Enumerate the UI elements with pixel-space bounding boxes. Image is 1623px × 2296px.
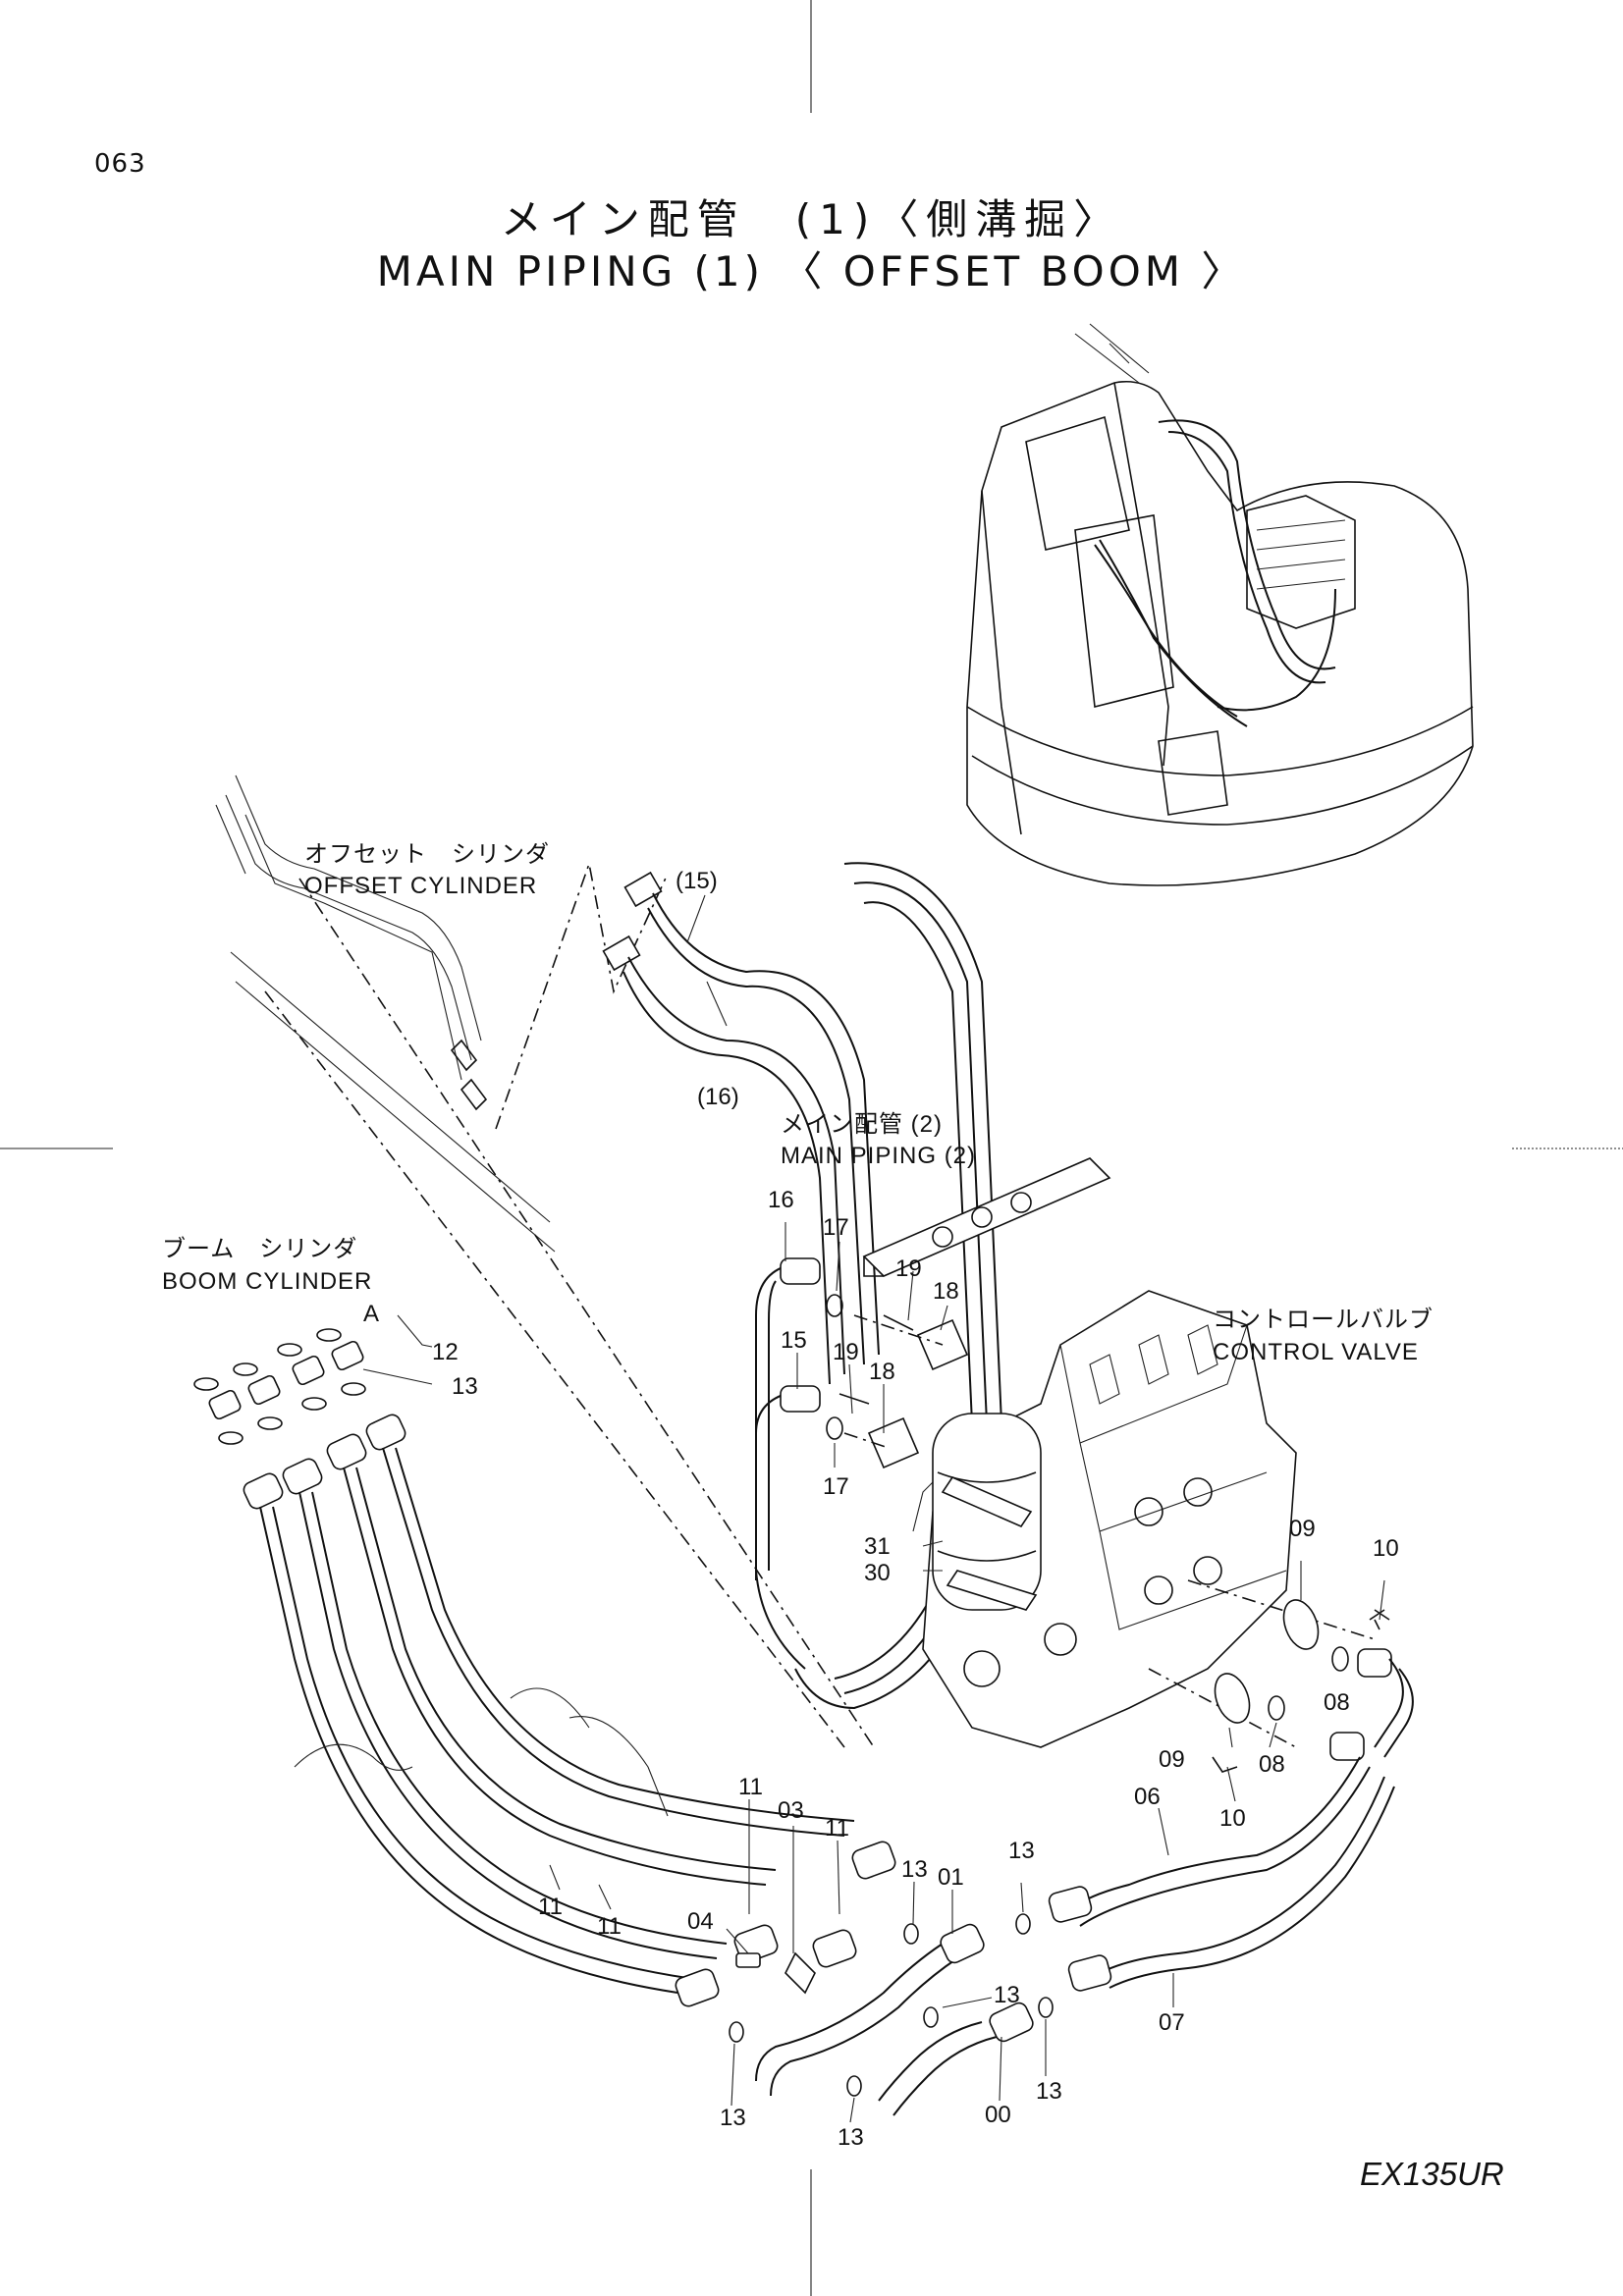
part-label-10-bot: 10 bbox=[1219, 1805, 1246, 1832]
part-label-16: 16 bbox=[768, 1187, 794, 1213]
part-label-17-top: 17 bbox=[823, 1214, 849, 1241]
main-piping2-caption-en: MAIN PIPING (2) bbox=[781, 1143, 976, 1169]
part-label-11-a: 11 bbox=[738, 1774, 763, 1800]
leader-lines bbox=[362, 894, 1385, 2123]
part-label-09-top: 09 bbox=[1289, 1516, 1316, 1542]
control-valve-caption-jp: コントロールバルブ bbox=[1213, 1307, 1434, 1333]
part-label-19-mid: 19 bbox=[833, 1339, 859, 1365]
valve-port-fittings bbox=[755, 1257, 969, 1670]
part-label-07: 07 bbox=[1159, 2009, 1185, 2036]
part-label-01: 01 bbox=[938, 1864, 964, 1891]
control-valve-caption-en: CONTROL VALVE bbox=[1213, 1339, 1419, 1365]
part-label-18-top: 18 bbox=[933, 1278, 959, 1305]
part-label-10-top: 10 bbox=[1373, 1535, 1399, 1562]
boom-cylinder-caption-en: BOOM CYLINDER bbox=[162, 1268, 372, 1295]
part-label-04: 04 bbox=[687, 1908, 714, 1935]
machine-overview-illustration bbox=[966, 323, 1474, 886]
view-a-label: A bbox=[363, 1301, 379, 1327]
offset-cylinder-caption-en: OFFSET CYLINDER bbox=[304, 873, 537, 899]
boom-outline bbox=[215, 774, 875, 1748]
part-label-13-e: 13 bbox=[838, 2124, 864, 2151]
part-label-13-c: 13 bbox=[994, 1982, 1020, 2008]
hose-clamp bbox=[932, 1413, 1042, 1611]
part-label-13-boom: 13 bbox=[452, 1373, 478, 1400]
part-label-12: 12 bbox=[432, 1339, 459, 1365]
part-label-30: 30 bbox=[864, 1560, 891, 1586]
main-piping2-caption-jp: メイン配管 (2) bbox=[781, 1111, 943, 1138]
part-label-19-top: 19 bbox=[895, 1255, 922, 1282]
page-title-jp: メイン配管 (1)〈側溝掘〉 bbox=[500, 195, 1123, 243]
lower-fittings bbox=[675, 1841, 1054, 2116]
part-label-06: 06 bbox=[1134, 1784, 1161, 1810]
part-label-18-mid: 18 bbox=[869, 1359, 895, 1385]
part-label-03: 03 bbox=[778, 1797, 804, 1824]
part-label-15-paren: (15) bbox=[676, 868, 718, 894]
part-label-15: 15 bbox=[781, 1327, 807, 1354]
part-label-13-d: 13 bbox=[720, 2105, 746, 2131]
part-label-11-c: 11 bbox=[538, 1894, 563, 1920]
part-label-13-b: 13 bbox=[1008, 1838, 1035, 1864]
part-label-16-paren: (16) bbox=[697, 1084, 739, 1110]
part-label-09-bot: 09 bbox=[1159, 1746, 1185, 1773]
boom-cylinder-fittings bbox=[193, 1328, 855, 1994]
part-label-13-f: 13 bbox=[1036, 2078, 1062, 2105]
part-label-13-a: 13 bbox=[901, 1856, 928, 1883]
part-label-00: 00 bbox=[985, 2102, 1011, 2128]
part-label-08-top: 08 bbox=[1324, 1689, 1350, 1716]
model-number: EX135UR bbox=[1360, 2156, 1504, 2192]
part-label-31: 31 bbox=[864, 1533, 891, 1560]
part-label-11-d: 11 bbox=[597, 1913, 622, 1940]
part-label-08-bot: 08 bbox=[1259, 1751, 1285, 1778]
main-piping-bracket bbox=[862, 1157, 1111, 1277]
page-title-en: MAIN PIPING (1) 〈 OFFSET BOOM 〉 bbox=[376, 247, 1247, 295]
boom-cylinder-caption-jp: ブーム シリンダ bbox=[162, 1236, 357, 1262]
right-side-fittings bbox=[1048, 1599, 1414, 1992]
part-label-17-mid: 17 bbox=[823, 1473, 849, 1500]
offset-cylinder-caption-jp: オフセット シリンダ bbox=[304, 841, 550, 868]
part-label-11-b: 11 bbox=[825, 1815, 849, 1842]
page-number: 063 bbox=[94, 149, 146, 179]
